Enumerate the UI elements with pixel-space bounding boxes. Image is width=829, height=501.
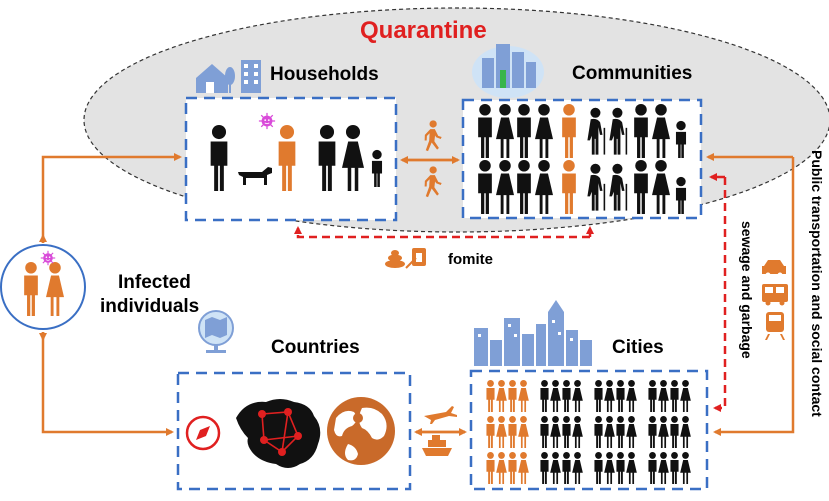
public-transport-label: Public transportation and social contact: [809, 150, 825, 417]
infected-individuals-circle: [0, 244, 86, 330]
orange-connectors: [39, 153, 795, 436]
airplane-icon: [424, 406, 457, 424]
households-label: Households: [270, 64, 379, 85]
quarantine-title: Quarantine: [360, 17, 487, 44]
house-icon: [196, 64, 235, 93]
building-icon: [241, 60, 261, 93]
virus-icon: [40, 250, 56, 266]
bus-icon: [762, 284, 788, 306]
countries-label: Countries: [271, 337, 360, 358]
communities-label: Communities: [572, 63, 693, 84]
globe-map-icon: [198, 310, 234, 353]
city-skyline-icon: [474, 300, 592, 366]
world-globe-icon: [327, 397, 395, 465]
city-skyline-icon: [472, 44, 544, 98]
dog-icon: [238, 167, 272, 185]
feces-icon: [385, 250, 405, 268]
sewage-garbage-label: sewage and garbage: [739, 221, 755, 359]
virus-icon: [258, 112, 276, 130]
red-dashed-connectors: [294, 173, 727, 412]
infected-label-line2: individuals: [100, 296, 200, 317]
household-family: [210, 112, 383, 191]
syringe-icon: [405, 248, 426, 269]
train-icon: [765, 312, 785, 340]
taxi-icon: [762, 260, 786, 278]
compass-icon: [185, 415, 221, 451]
ship-icon: [422, 435, 452, 456]
infected-label-line1: Infected: [118, 272, 191, 293]
cities-label: Cities: [612, 337, 664, 358]
fomite-label: fomite: [448, 251, 493, 268]
network-map-icon: [236, 399, 321, 468]
